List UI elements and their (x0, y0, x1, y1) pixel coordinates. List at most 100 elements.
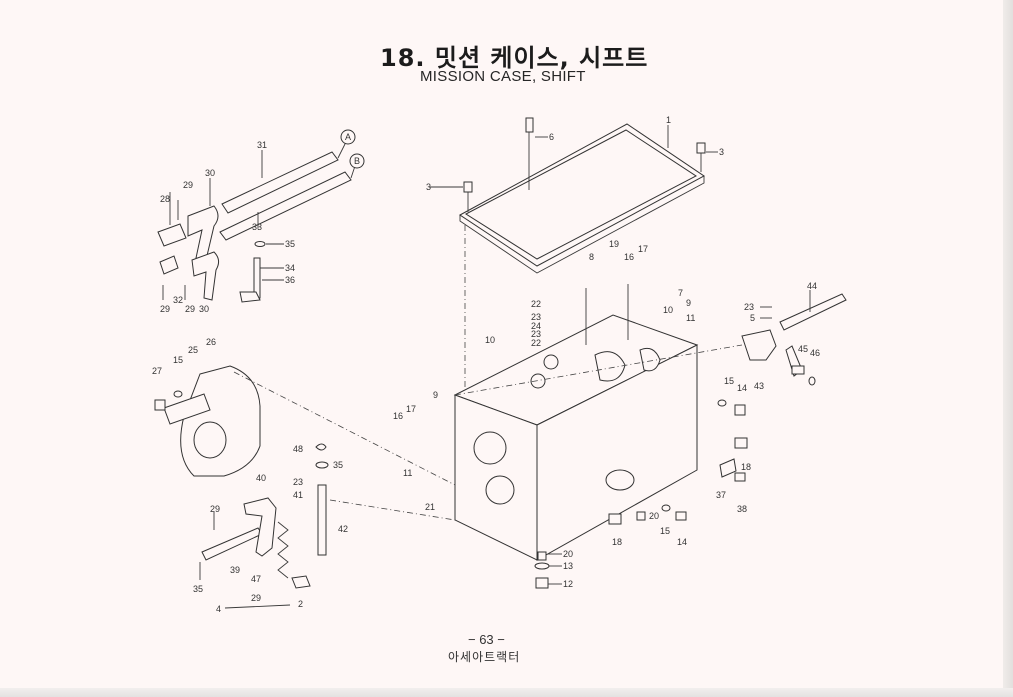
mission-case-cover (430, 117, 718, 395)
callout-9: 9 (686, 298, 691, 308)
callout-27: 27 (152, 366, 162, 376)
callout-25: 25 (188, 345, 198, 355)
callout-43: 43 (754, 381, 764, 391)
callout-24: 24 (531, 321, 541, 331)
page-title-korean: 18. 밋션 케이스, 시프트 (380, 44, 649, 72)
callout-22: 22 (531, 338, 541, 348)
page-title-english: MISSION CASE, SHIFT (420, 68, 586, 85)
ref-circle-B (349, 153, 365, 169)
top-cover-1 (459, 123, 705, 267)
callout-23: 23 (293, 477, 303, 487)
shift-rod-42 (317, 484, 327, 556)
bolt-12 (535, 577, 549, 589)
callout-40: 40 (256, 473, 266, 483)
callout-47: 47 (251, 574, 261, 584)
callout-36: 36 (285, 275, 295, 285)
shift-block-32 (159, 255, 179, 275)
scan-edge-right (1003, 0, 1013, 697)
callout-39: 39 (230, 565, 240, 575)
callout-18: 18 (612, 537, 622, 547)
shaft-39 (201, 527, 263, 561)
shift-lever-assembly (454, 290, 847, 482)
callout-32: 32 (173, 295, 183, 305)
callout-33: 33 (252, 222, 262, 232)
shift-fork-30-lower (191, 251, 220, 301)
callout-7: 7 (678, 288, 683, 298)
callout-14: 14 (677, 537, 687, 547)
washer-15-left (173, 390, 183, 398)
ref-B-case (530, 373, 546, 389)
plate-37 (719, 458, 737, 478)
bolt-18-lower (608, 513, 622, 525)
callout-16: 16 (393, 411, 403, 421)
callout-30: 30 (199, 304, 209, 314)
ring-46 (808, 376, 816, 386)
ref-circle-A (340, 129, 356, 145)
ref-label-B: B (354, 156, 360, 166)
callout-17: 17 (638, 244, 648, 254)
callout-14: 14 (737, 383, 747, 393)
callout-15: 15 (173, 355, 183, 365)
callout-29: 29 (160, 304, 170, 314)
callout-23: 23 (531, 329, 541, 339)
callout-11: 11 (403, 468, 412, 478)
callout-19: 19 (609, 239, 619, 249)
page-number: − 63 − (468, 632, 505, 647)
fork-40 (243, 497, 277, 557)
callout-11: 11 (686, 313, 695, 323)
shaft-housing-25 (163, 393, 211, 425)
ref-label-A: A (345, 132, 351, 142)
callout-17: 17 (406, 404, 416, 414)
callout-20: 20 (649, 511, 659, 521)
callout-35: 35 (193, 584, 203, 594)
bolt-3-right (696, 142, 706, 154)
callout-8: 8 (589, 252, 594, 262)
mission-case-body (453, 284, 699, 561)
side-cover-26 (180, 365, 261, 477)
callout-labels: A B 31 30 29 28 33 35 34 36 29 32 29 30 … (152, 115, 820, 614)
shift-block-28 (157, 223, 187, 247)
bottom-fasteners (534, 504, 687, 589)
plug-20-lower (636, 511, 646, 521)
clip-48 (315, 443, 327, 451)
callout-23: 23 (531, 312, 541, 322)
pin-45 (791, 365, 805, 375)
publisher-name: 아세아트랙터 (448, 650, 521, 664)
callout-2: 2 (298, 599, 303, 609)
callout-38: 38 (737, 504, 747, 514)
callout-28: 28 (160, 194, 170, 204)
bolt-18-right (734, 437, 748, 449)
bolt-27 (154, 399, 166, 411)
callout-26: 26 (206, 337, 216, 347)
callout-6: 6 (549, 132, 554, 142)
callout-3: 3 (426, 182, 431, 192)
washer-15-right (717, 399, 727, 407)
shift-arm-34-foot (239, 291, 261, 303)
callout-15: 15 (660, 526, 670, 536)
case-side-face (536, 344, 698, 561)
callout-35: 35 (285, 239, 295, 249)
callout-29: 29 (251, 593, 261, 603)
callout-46: 46 (810, 348, 820, 358)
bolt-14-lower (675, 511, 687, 521)
callout-42: 42 (338, 524, 348, 534)
callout-10: 10 (663, 305, 673, 315)
callout-15: 15 (724, 376, 734, 386)
plug-20 (537, 551, 547, 561)
shift-arm-34 (253, 257, 261, 299)
callout-45: 45 (798, 344, 808, 354)
shift-rail-assembly (157, 139, 357, 303)
callout-35: 35 (333, 460, 343, 470)
callout-1: 1 (666, 115, 671, 125)
callout-21: 21 (425, 502, 435, 512)
callout-13: 13 (563, 561, 573, 571)
o-ring-35 (254, 241, 266, 247)
callout-48: 48 (293, 444, 303, 454)
callout-41: 41 (293, 490, 303, 500)
shift-rail-31 (221, 151, 339, 214)
callout-29: 29 (185, 304, 195, 314)
lock-47 (291, 575, 311, 589)
callout-10: 10 (485, 335, 495, 345)
scan-edge-bottom (0, 688, 1013, 697)
